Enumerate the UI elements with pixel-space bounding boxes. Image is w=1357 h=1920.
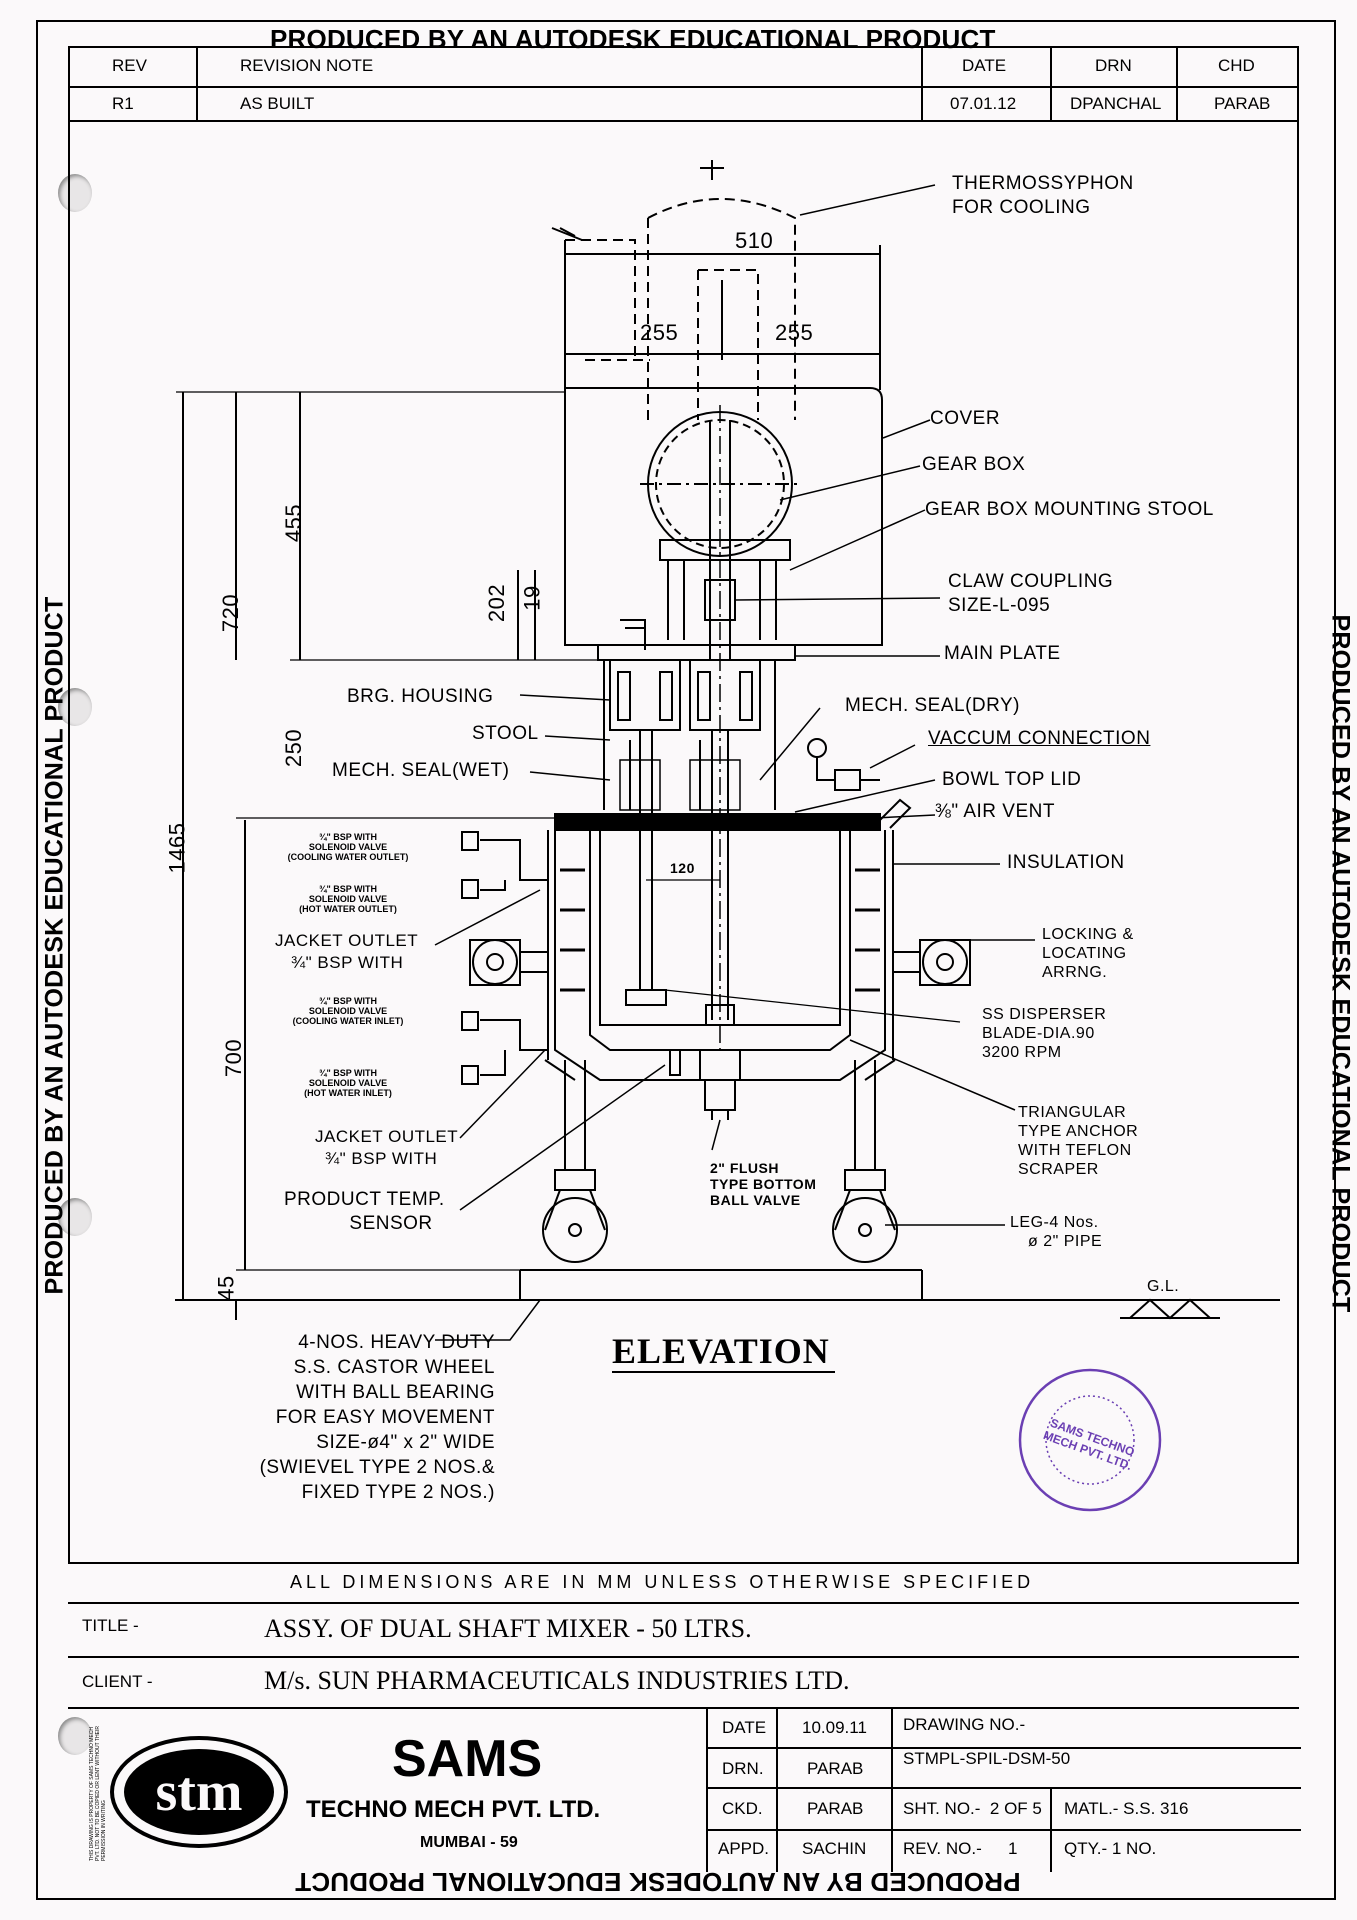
- title-value: ASSY. OF DUAL SHAFT MIXER - 50 LTRS.: [264, 1614, 752, 1643]
- main-plate-label: MAIN PLATE: [944, 643, 1061, 664]
- client-label: CLIENT -: [82, 1672, 153, 1691]
- punch-hole: [58, 688, 92, 726]
- dim-202: 202: [484, 583, 510, 623]
- dim-510: 510: [735, 228, 774, 253]
- sheet-no: SHT. NO.- 2 OF 5: [903, 1799, 1042, 1818]
- dim-45: 45: [213, 1275, 239, 1301]
- jacket-outlet-2-label: JACKET OUTLET ¾" BSP WITH: [315, 1127, 459, 1168]
- air-vent-label: ⅜" AIR VENT: [935, 801, 1055, 822]
- thermosyphon-label: THERMOSSYPHON FOR COOLING: [952, 173, 1134, 218]
- stool-label: STOOL: [472, 723, 539, 744]
- dim-700: 700: [221, 1038, 247, 1078]
- drawing-frame: [68, 122, 1299, 1562]
- dim-250: 250: [281, 728, 307, 768]
- punch-hole: [58, 174, 92, 212]
- dim-720: 720: [218, 593, 244, 633]
- general-note: ALL DIMENSIONS ARE IN MM UNLESS OTHERWIS…: [290, 1572, 1035, 1592]
- punch-hole: [58, 1198, 92, 1236]
- product-temp-label: PRODUCT TEMP. SENSOR: [284, 1189, 445, 1234]
- mech-seal-dry-label: MECH. SEAL(DRY): [845, 695, 1021, 716]
- bowl-top-lid-label: BOWL TOP LID: [942, 769, 1082, 790]
- copyright-note: THIS DRAWING IS PROPERTY OF SAMS TECHNO …: [89, 1726, 107, 1861]
- bsp-label-3: ¾" BSP WITH SOLENOID VALVE (COOLING WATE…: [292, 996, 404, 1026]
- drn-header: DRN: [1095, 56, 1132, 75]
- drn-value: PARAB: [807, 1759, 864, 1778]
- claw-coupling-label: CLAW COUPLING SIZE-L-095: [948, 571, 1114, 616]
- rev-header: REV: [112, 56, 147, 75]
- company-stamp: [1018, 1368, 1162, 1512]
- ss-disperser-label: SS DISPERSER BLADE-DIA.90 3200 RPM: [982, 1006, 1107, 1061]
- gear-box-stool-label: GEAR BOX MOUNTING STOOL: [925, 499, 1214, 520]
- title-block: ALL DIMENSIONS ARE IN MM UNLESS OTHERWIS…: [68, 1562, 1301, 1872]
- dim-1465: 1465: [164, 822, 190, 874]
- dim-255-left: 255: [640, 320, 679, 345]
- drawing-no-value: STMPL-SPIL-DSM-50: [903, 1749, 1071, 1768]
- company-city: MUMBAI - 59: [420, 1834, 518, 1851]
- logo-stm-text: stm: [124, 1749, 274, 1835]
- company-name: SAMS: [392, 1730, 543, 1788]
- dim-19: 19: [519, 585, 545, 611]
- view-title: ELEVATION: [612, 1331, 830, 1371]
- watermark-top: PRODUCED BY AN AUTODESK EDUCATIONAL PROD…: [270, 24, 996, 54]
- date-value: 07.01.12: [950, 94, 1017, 113]
- company-full-name: TECHNO MECH PVT. LTD.: [306, 1796, 601, 1823]
- rev-no-label: REV. NO.-: [903, 1839, 982, 1858]
- rev-no-value: 1: [1008, 1839, 1018, 1858]
- material: MATL.- S.S. 316: [1064, 1799, 1189, 1818]
- fields-grid: DATE 10.09.11 DRN. PARAB CKD. PARAB APPD…: [706, 1707, 1301, 1872]
- bsp-label-2: ¾" BSP WITH SOLENOID VALVE (HOT WATER OU…: [299, 884, 397, 914]
- chd-value: PARAB: [1214, 94, 1271, 113]
- date-label: DATE: [722, 1718, 767, 1737]
- cover-label: COVER: [930, 408, 1001, 429]
- client-value: M/s. SUN PHARMACEUTICALS INDUSTRIES LTD.: [264, 1666, 850, 1695]
- punch-hole: [58, 1717, 92, 1755]
- leg-label: LEG-4 Nos. ø 2" PIPE: [1010, 1214, 1103, 1250]
- drawing-no-label: DRAWING NO.-: [903, 1715, 1026, 1734]
- drn-value: DPANCHAL: [1070, 94, 1162, 113]
- dim-255-right: 255: [775, 320, 814, 345]
- revision-note-value: AS BUILT: [240, 94, 315, 113]
- ckd-label: CKD.: [722, 1799, 763, 1818]
- gear-box-label: GEAR BOX: [922, 454, 1026, 475]
- rev-value: R1: [112, 94, 134, 113]
- drn-label: DRN.: [722, 1759, 764, 1778]
- dim-455: 455: [281, 503, 307, 543]
- company-logo: stm: [110, 1736, 288, 1848]
- ground-level-label: G.L.: [1147, 1278, 1180, 1295]
- revision-table: REV REVISION NOTE DATE DRN CHD R1 AS BUI…: [68, 46, 1299, 122]
- flush-valve-label: 2" FLUSH TYPE BOTTOM BALL VALVE: [710, 1160, 817, 1208]
- insulation-label: INSULATION: [1007, 852, 1125, 873]
- sheet-border: [36, 20, 1336, 1900]
- date-header: DATE: [962, 56, 1007, 75]
- brg-housing-label: BRG. HOUSING: [347, 686, 494, 707]
- appd-label: APPD.: [718, 1839, 770, 1858]
- quantity: QTY.- 1 NO.: [1064, 1839, 1157, 1858]
- vaccum-connection-label: VACCUM CONNECTION: [928, 728, 1151, 749]
- triangular-anchor-label: TRIANGULAR TYPE ANCHOR WITH TEFLON SCRAP…: [1018, 1104, 1139, 1178]
- dim-120: 120: [670, 860, 695, 876]
- jacket-outlet-1-label: JACKET OUTLET ¾" BSP WITH: [275, 931, 419, 972]
- revision-note-header: REVISION NOTE: [240, 56, 374, 75]
- date-value: 10.09.11: [802, 1718, 867, 1737]
- title-label: TITLE -: [82, 1616, 139, 1635]
- bsp-label-4: ¾" BSP WITH SOLENOID VALVE (HOT WATER IN…: [304, 1068, 392, 1098]
- ckd-value: PARAB: [807, 1799, 864, 1818]
- mech-seal-wet-label: MECH. SEAL(WET): [332, 760, 510, 781]
- appd-value: SACHIN: [802, 1839, 867, 1858]
- bsp-label-1: ¾" BSP WITH SOLENOID VALVE (COOLING WATE…: [287, 832, 409, 862]
- castor-wheel-label: 4-NOS. HEAVY DUTY S.S. CASTOR WHEEL WITH…: [259, 1332, 495, 1503]
- chd-header: CHD: [1218, 56, 1255, 75]
- locking-label: LOCKING & LOCATING ARRNG.: [1042, 926, 1134, 981]
